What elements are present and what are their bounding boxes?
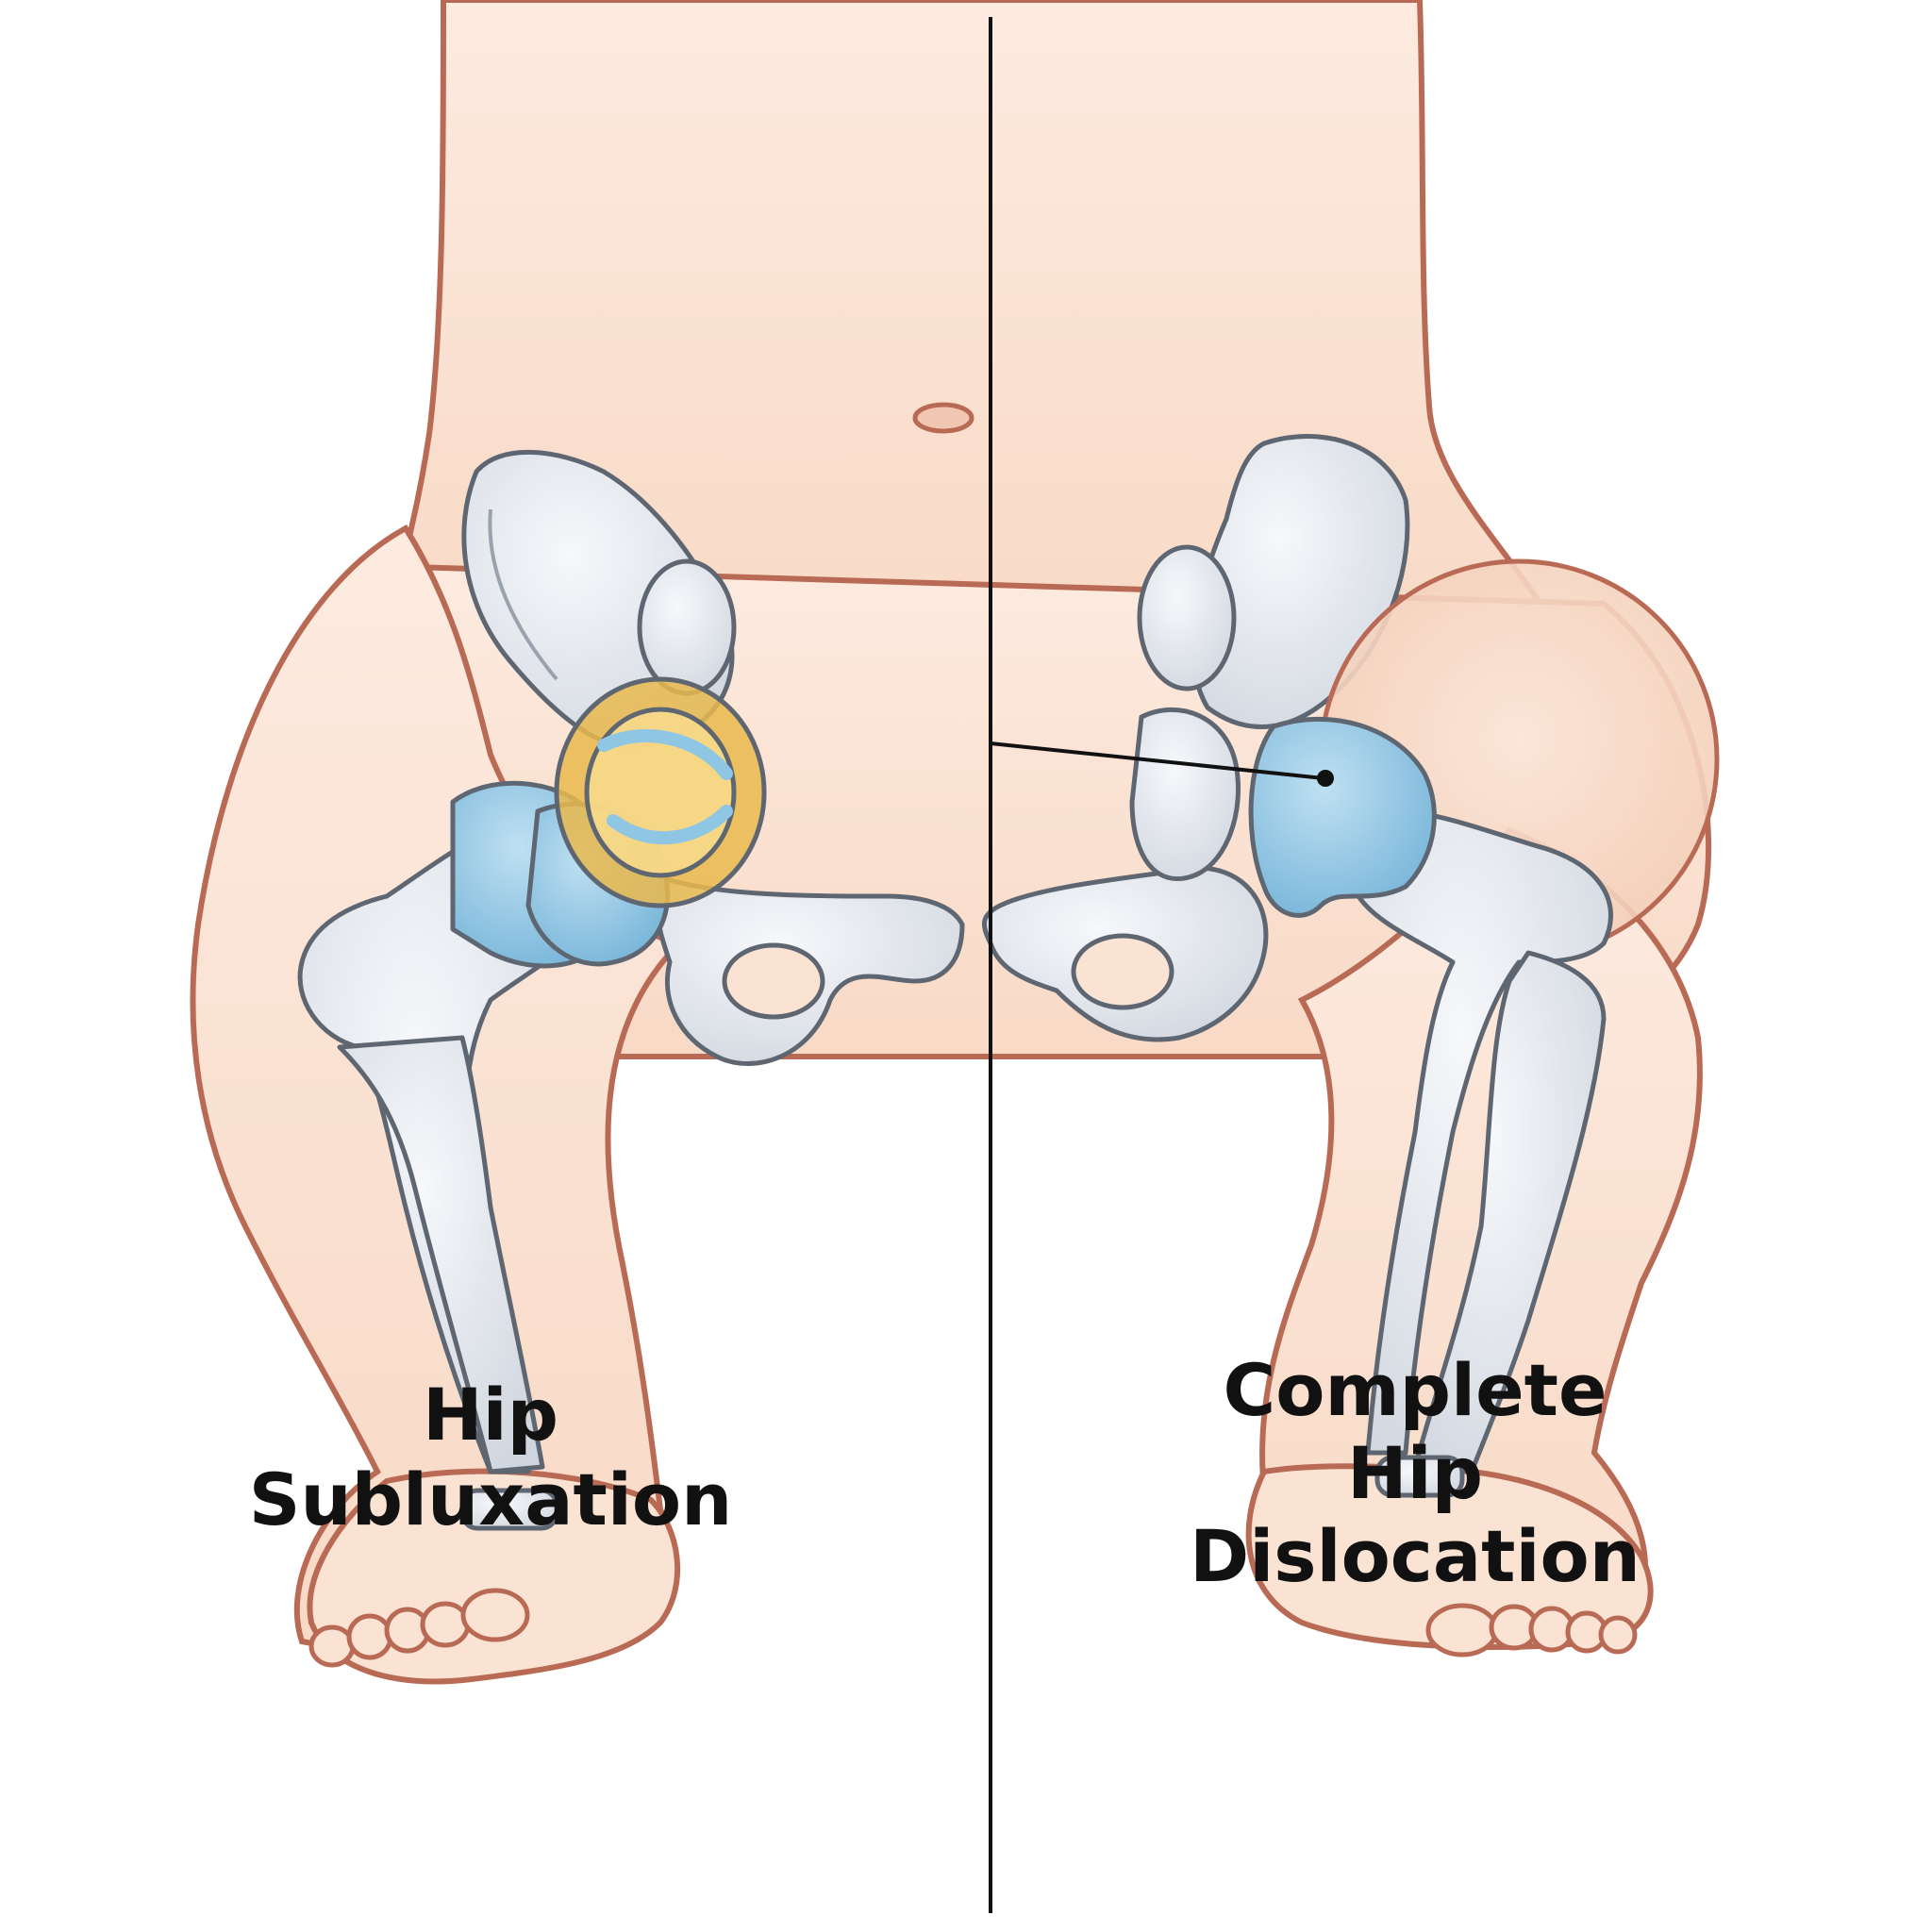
right-acetabulum — [1129, 707, 1241, 881]
left-tibia — [337, 1035, 545, 1474]
subluxation-label: Hip Subluxation — [248, 1373, 733, 1541]
left-obturator-foramen — [722, 942, 825, 1020]
left-toes — [308, 1588, 530, 1668]
left-ankle-bone — [459, 1488, 559, 1531]
right-obturator-foramen — [1071, 933, 1174, 1010]
right-ankle-bone — [1374, 1455, 1465, 1498]
dislocation-label: Complete Hip Dislocation — [1151, 1349, 1679, 1598]
right-femoral-cartilage — [1248, 716, 1437, 918]
right-femur-group — [1248, 716, 1613, 1498]
right-tibia — [1412, 950, 1607, 1474]
right-skeleton — [981, 434, 1410, 1042]
left-iliac-crest-lobe — [637, 558, 737, 696]
dislocation-label-line2: Dislocation — [1190, 1514, 1641, 1598]
right-iliac-crest-lobe — [1137, 544, 1237, 691]
navel — [912, 402, 974, 434]
left-skeleton — [297, 449, 965, 1531]
right-toes — [1425, 1603, 1638, 1657]
right-femur — [1356, 807, 1613, 1456]
dislocation-label-line1: Complete Hip — [1223, 1348, 1607, 1515]
callout-pointer — [990, 741, 1334, 787]
